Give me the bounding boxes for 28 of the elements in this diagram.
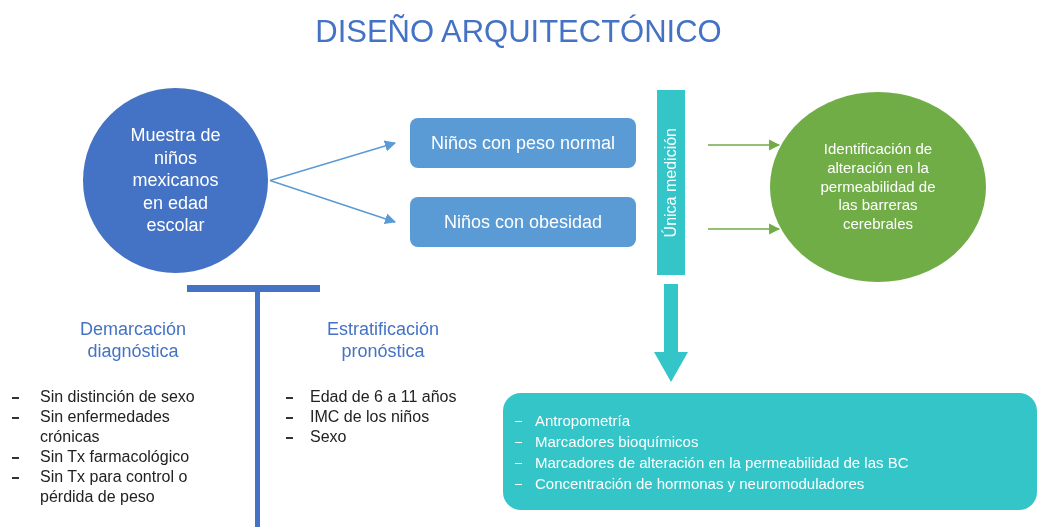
list-item: Sin Tx para control o pérdida de peso <box>40 467 189 507</box>
arrow <box>269 179 397 225</box>
group-box <box>410 197 636 247</box>
measures-box <box>503 393 1037 510</box>
arrow <box>269 140 397 182</box>
list-item: Antropometría <box>535 410 631 431</box>
list-item: Concentración de hormonas y neuromoduladores <box>535 473 865 494</box>
list-item: Sin enfermedades crónicas <box>40 407 171 447</box>
arrow <box>707 139 781 151</box>
bar-label: Única medición <box>662 127 680 238</box>
node-text: Identificación de alteración en la permeabilidad de las barreras cerebrales <box>819 140 937 234</box>
list-item: Sin Tx farmacológico <box>40 447 191 467</box>
list-item: Edad de 6 a 11 años <box>310 387 458 407</box>
node-text: Niños con obesidad <box>443 210 603 234</box>
arrow <box>707 223 781 235</box>
group-box <box>410 118 636 168</box>
node-text: Muestra de niños mexicanos en edad escolar <box>129 124 222 237</box>
list-item: IMC de los niños <box>310 407 431 427</box>
list-item: Marcadores de alteración en la permeabilidad de las BC <box>535 452 909 473</box>
list-item: Marcadores bioquímicos <box>535 431 699 452</box>
block-arrow <box>654 284 688 382</box>
list-item: Sin distinción de sexo <box>40 387 196 407</box>
list-item: Sexo <box>310 427 348 447</box>
section-heading: Estratificación pronóstica <box>325 318 440 362</box>
node-text: Niños con peso normal <box>430 131 616 155</box>
section-heading: Demarcación diagnóstica <box>78 318 187 362</box>
measurement-bar <box>657 90 685 275</box>
title: DISEÑO ARQUITECTÓNICO <box>314 14 723 50</box>
